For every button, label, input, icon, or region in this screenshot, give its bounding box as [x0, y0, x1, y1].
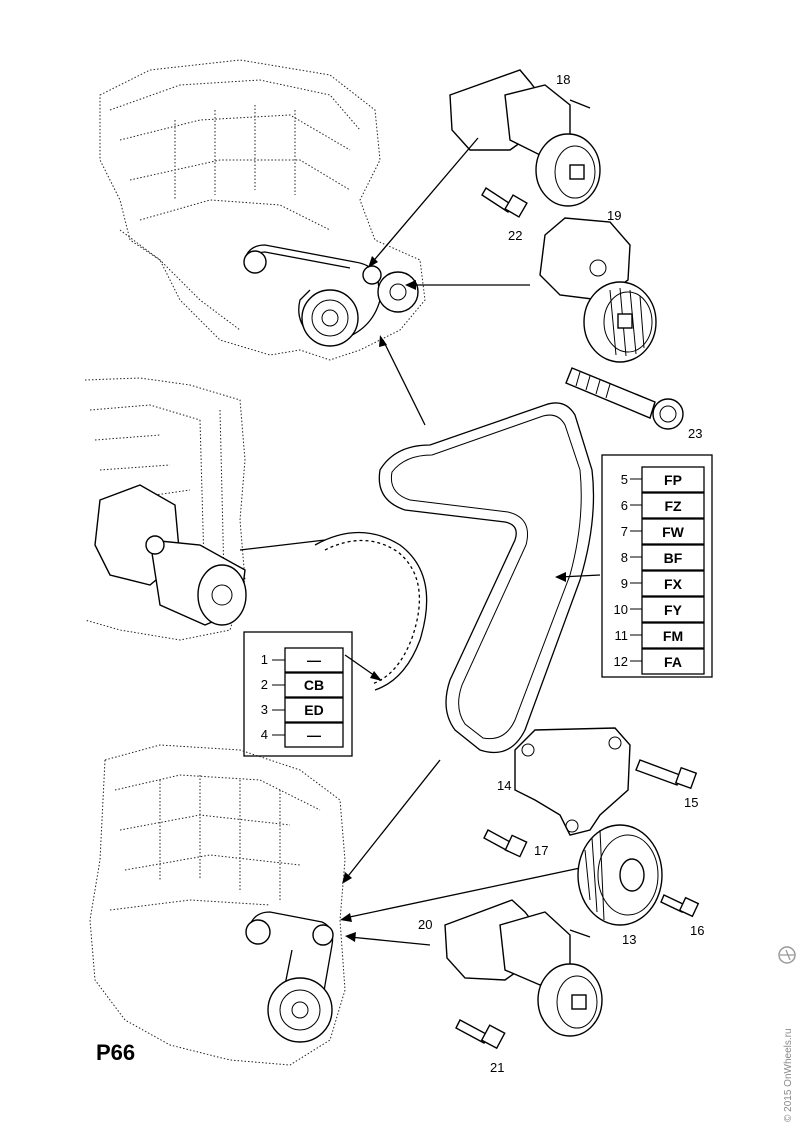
right-table-num-5: 5 [621, 472, 628, 487]
label-19: 19 [607, 208, 621, 223]
bolt-part-16 [660, 894, 700, 918]
bolt-part-22 [481, 187, 528, 218]
left-table-code-3: ED [304, 702, 323, 718]
part-number-labels: 18 19 22 23 14 15 17 16 13 20 21 [418, 72, 704, 1075]
right-table-code-5: FP [664, 472, 682, 488]
left-table-num-2: 2 [261, 677, 268, 692]
label-18: 18 [556, 72, 570, 87]
right-table-num-9: 9 [621, 576, 628, 591]
right-table-code-6: FZ [664, 498, 682, 514]
left-code-table: 1 2 3 4 — CB ED — [243, 631, 353, 757]
right-table-num-7: 7 [621, 524, 628, 539]
copyright-text: © 2015 OnWheels.ru [783, 1028, 794, 1122]
left-table-code-4: — [307, 727, 321, 743]
watermark: © 2015 OnWheels.ru [778, 946, 796, 1122]
toothed-belt [314, 531, 428, 691]
lower-engine-illustration [89, 744, 346, 1066]
label-16: 16 [690, 923, 704, 938]
label-17: 17 [534, 843, 548, 858]
right-code-table: 5 6 7 8 9 10 11 12 FP FZ FW BF FX FY FM … [601, 454, 713, 678]
left-table-code-1: — [307, 652, 321, 668]
left-table-num-1: 1 [261, 652, 268, 667]
right-table-num-8: 8 [621, 550, 628, 565]
label-22: 22 [508, 228, 522, 243]
pointer-lines [239, 137, 601, 946]
left-table-code-2: CB [304, 677, 324, 693]
ribbed-belt [378, 402, 595, 754]
tensioner-part-18 [449, 69, 601, 207]
right-table-code-9: FX [664, 576, 683, 592]
brand-logo-bolt-icon [780, 949, 794, 961]
label-23: 23 [688, 426, 702, 441]
right-table-code-12: FA [664, 654, 682, 670]
tensioner-part-19 [539, 217, 657, 363]
right-table-num-12: 12 [614, 654, 628, 669]
tensioner-part-20 [444, 899, 603, 1037]
right-table-code-11: FM [663, 628, 683, 644]
right-table-num-11: 11 [615, 628, 629, 643]
label-14: 14 [497, 778, 511, 793]
bolt-part-17 [483, 829, 528, 858]
label-20: 20 [418, 917, 432, 932]
bolt-part-21 [455, 1019, 506, 1050]
right-table-code-10: FY [664, 602, 683, 618]
left-table-num-3: 3 [261, 702, 268, 717]
bolt-part-23 [565, 367, 684, 430]
pulley-part-13 [577, 824, 663, 926]
bolt-part-15 [635, 759, 698, 790]
alternator-illustration [84, 377, 247, 641]
label-15: 15 [684, 795, 698, 810]
right-table-code-7: FW [662, 524, 685, 540]
bracket-part-14 [514, 727, 631, 836]
upper-engine-illustration [99, 59, 426, 361]
right-table-num-10: 10 [614, 602, 628, 617]
page-title: P66 [96, 1040, 135, 1065]
label-13: 13 [622, 932, 636, 947]
brand-logo-icon [778, 946, 796, 964]
label-21: 21 [490, 1060, 504, 1075]
right-table-code-8: BF [664, 550, 683, 566]
left-table-num-4: 4 [261, 727, 268, 742]
right-table-num-6: 6 [621, 498, 628, 513]
